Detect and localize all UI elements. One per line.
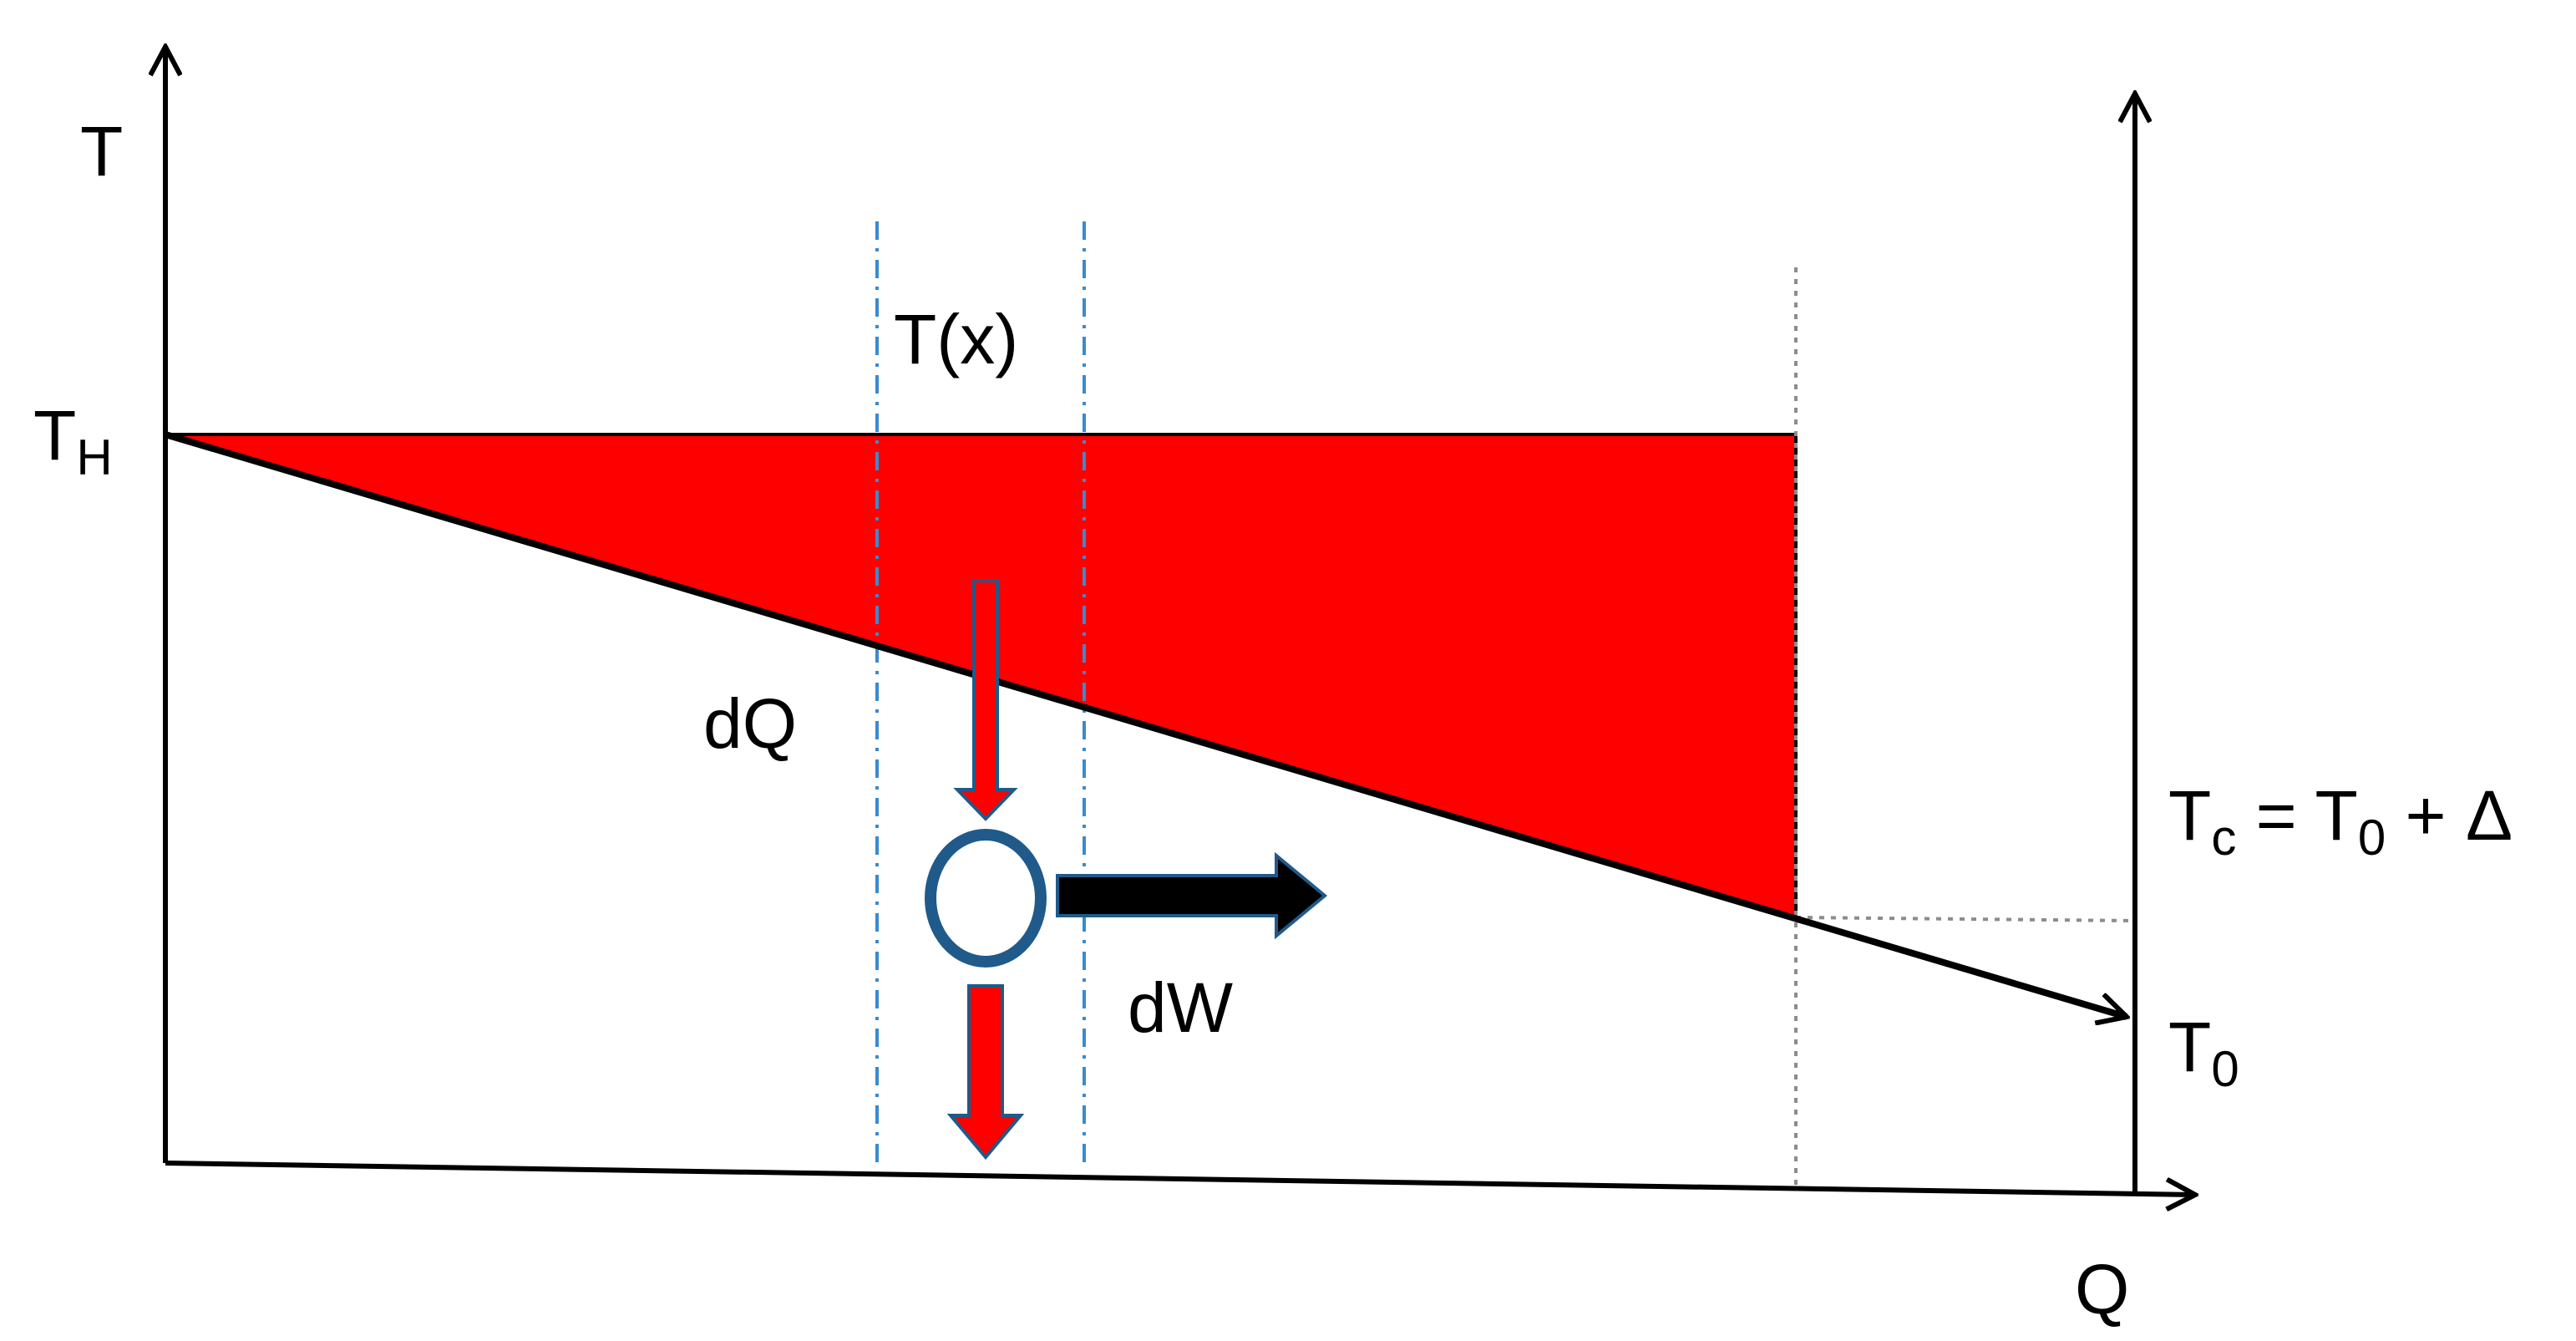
temperature-profile-line bbox=[164, 431, 2127, 1017]
engine-circle-icon bbox=[925, 829, 1047, 968]
t0-label-main: T bbox=[2168, 1008, 2211, 1086]
th-label: TH bbox=[33, 396, 113, 485]
heat-in-arrow-icon bbox=[953, 579, 1018, 821]
tc-dotted-line bbox=[1795, 916, 2136, 922]
q-axis bbox=[165, 1161, 2195, 1195]
tc-label-main: T bbox=[2168, 776, 2211, 855]
heat-out-arrow-icon bbox=[946, 984, 1025, 1161]
tc-label-rest: = T bbox=[2236, 776, 2358, 855]
tc-label: Tc = T0 + Δ bbox=[2168, 776, 2513, 866]
t0-label-sub: 0 bbox=[2211, 1041, 2239, 1097]
dw-label: dW bbox=[1128, 968, 1233, 1047]
x-axis-label: Q bbox=[2075, 1250, 2129, 1328]
t0-label: T0 bbox=[2168, 1008, 2239, 1097]
tc-label-sub2: 0 bbox=[2358, 810, 2386, 866]
th-label-sub: H bbox=[76, 429, 112, 485]
tc-label-sub: c bbox=[2211, 810, 2236, 866]
dq-label: dQ bbox=[703, 684, 797, 763]
th-label-main: T bbox=[33, 396, 76, 475]
tc-label-tail: + Δ bbox=[2386, 776, 2513, 855]
y-axis-label: T bbox=[80, 112, 123, 190]
tx-label: T(x) bbox=[894, 300, 1018, 378]
work-out-arrow-icon bbox=[1056, 851, 1328, 940]
